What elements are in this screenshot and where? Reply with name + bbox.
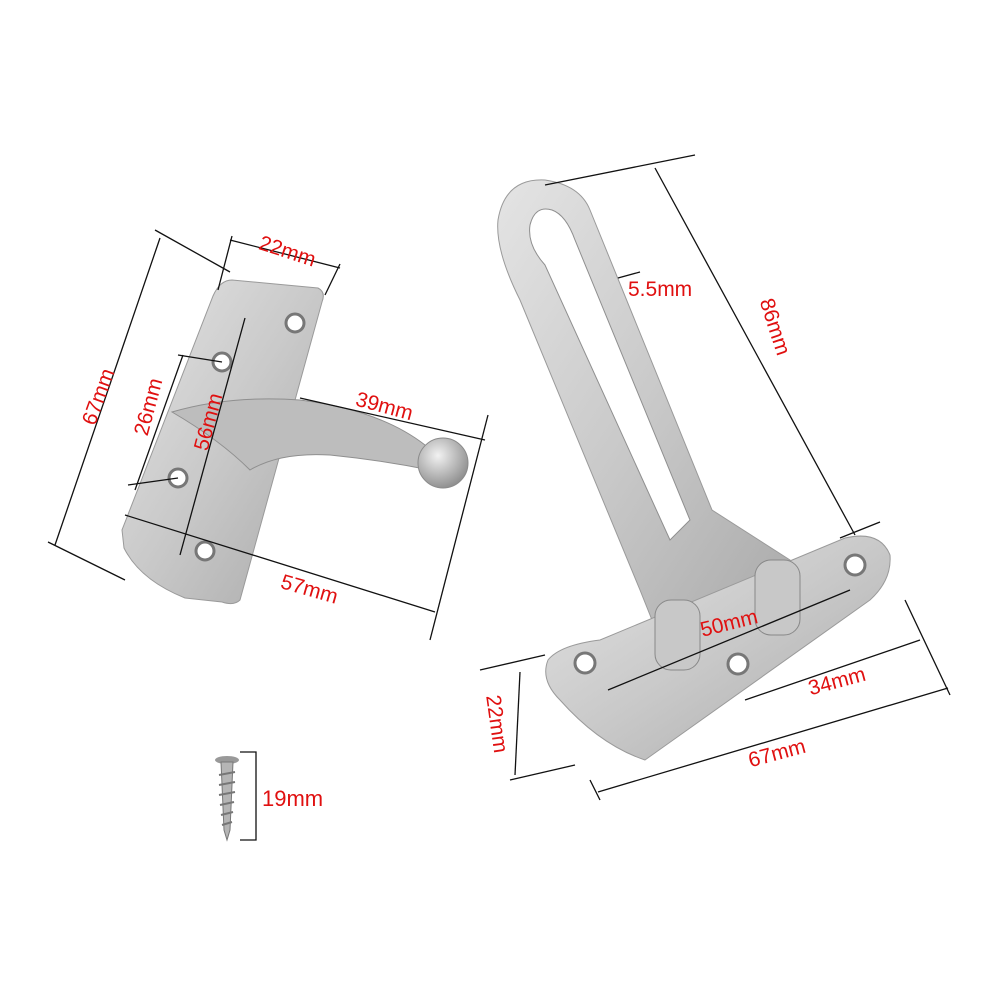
- hook-arm: [170, 398, 431, 471]
- screw-hole: [573, 651, 597, 675]
- base-plate: [545, 535, 891, 761]
- screw: [215, 751, 257, 842]
- pivot-right: [754, 559, 801, 636]
- hook-ball: [417, 437, 469, 489]
- screw-hole: [843, 553, 867, 577]
- screw-hole: [284, 312, 306, 334]
- dim-label-right-slot-width: 5.5mm: [628, 278, 693, 301]
- dim-label-screw-length: 19mm: [262, 786, 324, 811]
- right-swing-bar: [497, 179, 891, 761]
- pivot-left: [654, 599, 701, 671]
- slot: [529, 208, 691, 541]
- left-dimension-lines: [47, 229, 489, 641]
- screw-hole: [726, 652, 750, 676]
- left-hook-plate: [121, 279, 469, 605]
- right-dimension-lines: [479, 154, 951, 801]
- screw-hole: [194, 540, 216, 562]
